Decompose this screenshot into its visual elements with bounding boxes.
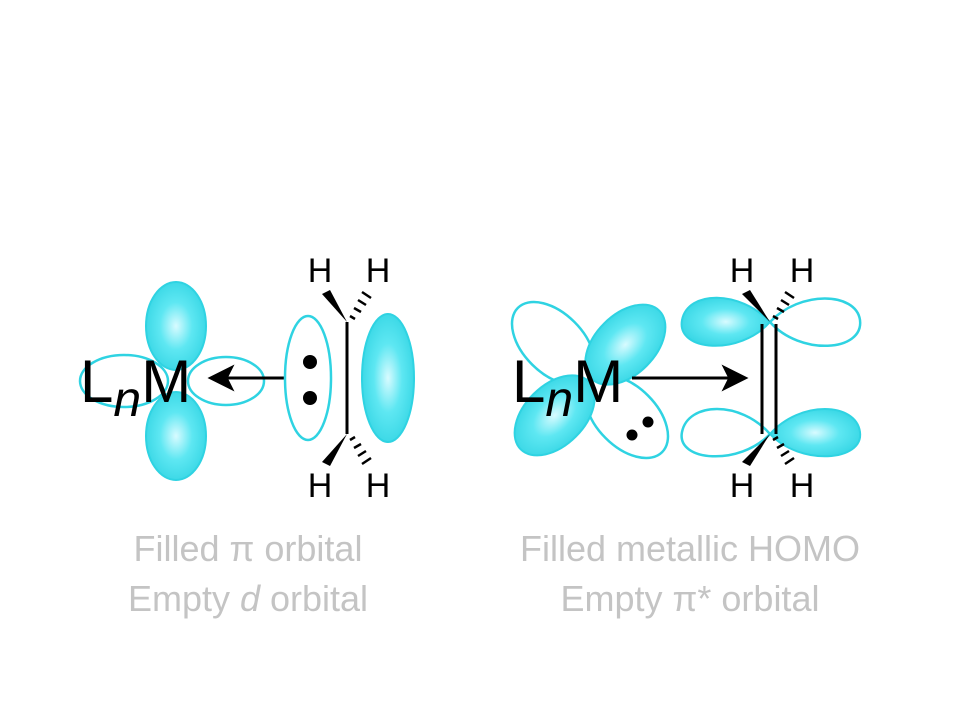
- d-lobe-lower-left: [513, 374, 596, 457]
- metal-label-right: LnM: [512, 348, 623, 427]
- d-lobe-bottom: [145, 391, 207, 481]
- metal-d-orbital-rotated: [510, 300, 670, 460]
- pistar-lobe-top-left: [680, 296, 772, 347]
- wedge-bond: [322, 434, 347, 466]
- hash-bond: [349, 435, 372, 466]
- wedge-bond: [742, 290, 770, 322]
- ligand-L: L: [512, 348, 545, 415]
- pistar-lobe-bottom-left: [680, 407, 772, 458]
- pi-lobe-right: [361, 313, 415, 443]
- caption-left: Filled π orbital Empty d orbital: [88, 524, 408, 624]
- wedge-bond: [322, 290, 347, 322]
- hydrogen-label: H: [366, 467, 391, 505]
- ligand-n: n: [545, 371, 573, 427]
- d-lobe-left: [78, 353, 170, 409]
- hydrogen-label: H: [366, 252, 391, 290]
- caption-left-line1: Filled π orbital: [133, 528, 363, 569]
- hydrogen-label: H: [730, 252, 755, 290]
- d-lobe-upper-left: [510, 300, 596, 386]
- d-lobe-right: [186, 355, 266, 407]
- caption-italic-d: d: [239, 578, 260, 619]
- hash-bond: [349, 290, 372, 321]
- hydrogen-label: H: [730, 467, 755, 505]
- left-panel: LnM H H H: [78, 252, 415, 505]
- hash-bond: [772, 290, 795, 321]
- d-lobe-lower-right: [584, 374, 670, 460]
- hydrogen-label: H: [308, 252, 333, 290]
- caption-right-line1: Filled metallic HOMO: [519, 528, 861, 569]
- hydrogen-label: H: [790, 252, 815, 290]
- metal-M: M: [573, 348, 623, 415]
- metal-d-orbital: [78, 281, 266, 481]
- electron-dot: [303, 391, 317, 405]
- caption-left-line2: Empty d orbital: [88, 574, 408, 624]
- caption-text: Empty: [127, 578, 240, 619]
- hash-bond: [772, 435, 795, 466]
- d-lobe-upper-right: [584, 303, 667, 386]
- caption-text: orbital: [260, 578, 369, 619]
- pi-lobe-left: [283, 314, 333, 442]
- pistar-lobe-bottom-right: [768, 408, 862, 458]
- caption-right-line2: Empty π* orbital: [560, 578, 820, 619]
- metal-M: M: [141, 348, 191, 415]
- right-panel: LnM H: [510, 252, 862, 505]
- electron-dot: [303, 355, 317, 369]
- wedge-bond: [742, 434, 770, 466]
- metal-label-left: LnM: [80, 348, 191, 427]
- electron-dot: [642, 416, 654, 428]
- caption-right: Filled metallic HOMO Empty π* orbital: [470, 524, 910, 624]
- electron-dot: [626, 429, 638, 441]
- ligand-L: L: [80, 348, 113, 415]
- ligand-n: n: [113, 371, 141, 427]
- d-lobe-top: [145, 281, 207, 371]
- hydrogen-label: H: [308, 467, 333, 505]
- pistar-lobe-top-right: [768, 297, 862, 347]
- hydrogen-label: H: [790, 467, 815, 505]
